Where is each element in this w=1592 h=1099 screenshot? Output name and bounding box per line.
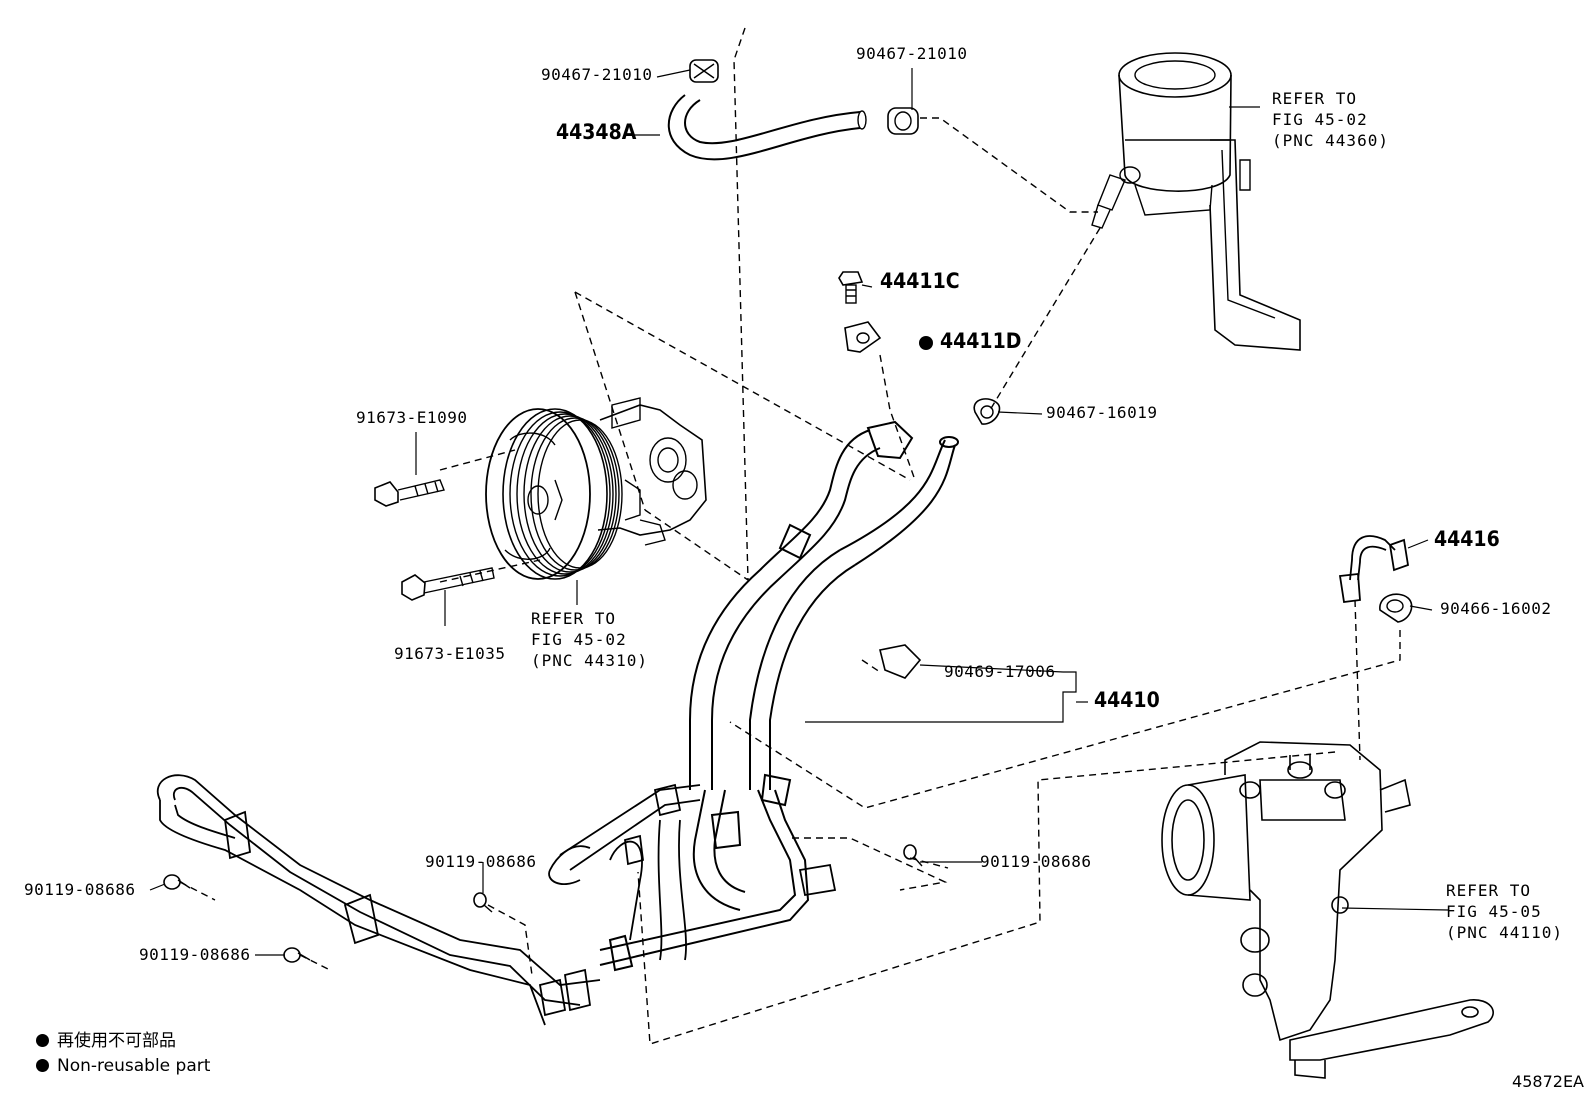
pipe-44416	[1338, 535, 1410, 604]
reservoir-bracket	[1091, 52, 1301, 351]
assembly-guide-lines	[179, 27, 1401, 1045]
clamp-90466-16002	[1379, 593, 1413, 623]
bolt-90119-08686-a	[163, 874, 191, 890]
bolt-90119-08686-d	[903, 844, 923, 867]
label-44416: 44416	[1434, 527, 1500, 551]
label-90467-21010-a: 90467-21010	[541, 65, 653, 84]
ref-reservoir: REFER TO FIG 45-02 (PNC 44360)	[1272, 89, 1389, 150]
bolt-90119-08686-c	[473, 892, 493, 913]
clamp-90467-21010-a	[689, 59, 719, 83]
bolt-91673-e1090	[374, 479, 445, 507]
leader-lines	[149, 68, 1449, 956]
gasket-44411d	[844, 321, 882, 353]
ref-gear: REFER TO FIG 45-05 (PNC 44110)	[1446, 881, 1563, 942]
legend-dot	[36, 1034, 49, 1047]
steering-gear	[1161, 741, 1494, 1079]
clamp-90469-17006	[879, 644, 922, 679]
cooler-tube-assembly	[157, 774, 837, 1026]
label-44411c: 44411C	[880, 269, 960, 293]
label-91673-e1035: 91673-E1035	[394, 644, 506, 663]
non-reusable-mark	[919, 336, 933, 350]
bolt-90119-08686-b	[283, 947, 311, 963]
label-90119-08686-c: 90119-08686	[425, 852, 537, 871]
return-hose-44348a	[667, 94, 867, 161]
label-90467-21010-b: 90467-21010	[856, 44, 968, 63]
legend-dot	[36, 1059, 49, 1072]
legend-line-2: Non-reusable part	[36, 1055, 210, 1077]
label-44411d: 44411D	[940, 329, 1022, 353]
label-91673-e1090: 91673-E1090	[356, 408, 468, 427]
ref-pump: REFER TO FIG 45-02 (PNC 44310)	[531, 609, 648, 670]
power-steering-pump	[485, 397, 707, 580]
label-90119-08686-d: 90119-08686	[980, 852, 1092, 871]
label-90119-08686-b: 90119-08686	[139, 945, 251, 964]
label-90119-08686-a: 90119-08686	[24, 880, 136, 899]
figure-number: 45872EA	[1512, 1072, 1584, 1091]
legend-text-jp: 再使用不可部品	[57, 1031, 176, 1051]
clamp-90467-16019	[973, 398, 1001, 425]
legend-text-en: Non-reusable part	[57, 1056, 211, 1076]
label-90466-16002: 90466-16002	[1440, 599, 1552, 618]
legend-line-1: 再使用不可部品	[36, 1030, 176, 1052]
label-44348a: 44348A	[556, 120, 637, 144]
union-bolt-44411c	[838, 271, 864, 304]
label-90469-17006: 90469-17006	[944, 662, 1056, 681]
bolt-91673-e1035	[401, 567, 495, 601]
pressure-hose-44410	[599, 420, 959, 972]
label-44410: 44410	[1094, 688, 1160, 712]
label-90467-16019: 90467-16019	[1046, 403, 1158, 422]
clamp-90467-21010-b	[887, 107, 919, 135]
